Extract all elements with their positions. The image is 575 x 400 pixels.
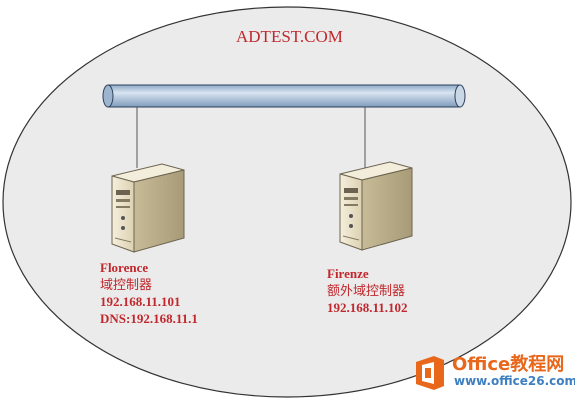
server-role: 域控制器 <box>100 277 153 292</box>
server-name: Firenze <box>327 266 369 281</box>
server-icon-florence <box>111 163 185 253</box>
watermark-title: Office教程网 <box>452 354 565 375</box>
domain-name-label: ADTEST.COM <box>236 27 343 46</box>
watermark-url: www.office26.com <box>454 374 575 388</box>
server-dns: DNS:192.168.11.1 <box>100 311 198 326</box>
office-logo-icon <box>416 356 444 390</box>
server-name: Florence <box>100 260 149 275</box>
server-ip: 192.168.11.102 <box>327 300 408 315</box>
server-role: 额外域控制器 <box>327 283 406 298</box>
network-bus <box>102 84 466 108</box>
server-icon-firenze <box>339 161 413 251</box>
domain-boundary-ellipse <box>2 6 572 398</box>
server-label-florence: Florence 域控制器 192.168.11.101 DNS:192.168… <box>100 259 198 327</box>
server-label-firenze: Firenze 额外域控制器 192.168.11.102 <box>327 265 408 316</box>
watermark: Office教程网 www.office26.com <box>412 350 575 396</box>
server-ip: 192.168.11.101 <box>100 294 181 309</box>
